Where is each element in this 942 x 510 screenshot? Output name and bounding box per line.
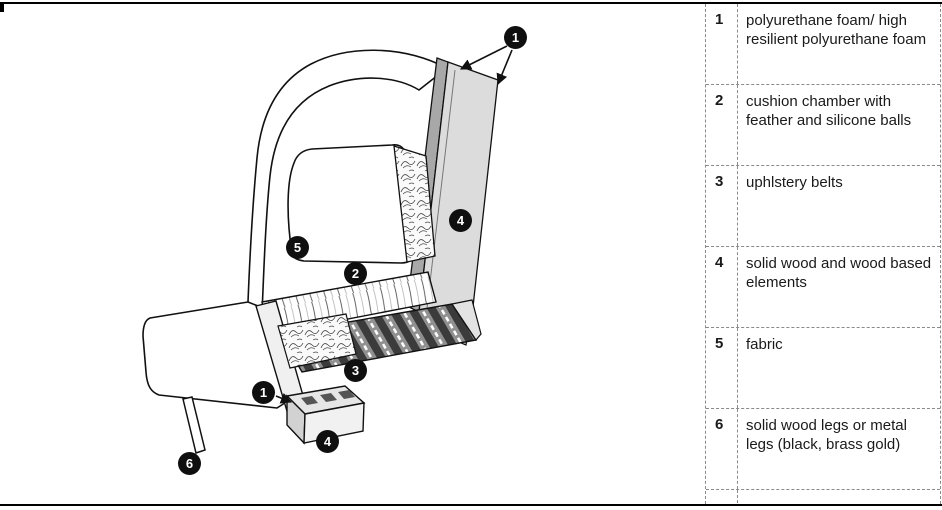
seat-base-body: [142, 301, 294, 409]
top-border-line: [0, 2, 942, 4]
legend-number: 1: [706, 4, 738, 84]
legend-row-4: 4 solid wood and wood based elements: [706, 247, 940, 328]
legend-description: solid wood legs or metal legs (black, br…: [746, 417, 907, 453]
legend-number: 4: [706, 247, 738, 327]
bottom-border-line: [0, 504, 942, 506]
legend-description: fabric: [746, 336, 783, 353]
legend-description: solid wood and wood based elements: [746, 255, 932, 291]
cushion-cross-section: [277, 313, 357, 369]
legend-number: 2: [706, 85, 738, 165]
back-pillow: [287, 144, 436, 264]
legend-row-empty: [706, 490, 940, 503]
corner-tick: [0, 2, 4, 12]
callout-5-fabric: 5: [286, 236, 309, 259]
legend-row-5: 5 fabric: [706, 328, 940, 409]
chair-cutaway-drawing: [142, 45, 513, 454]
legend-table: 1 polyurethane foam/ high resilient poly…: [705, 4, 941, 504]
callout-4-back-panel: 4: [449, 209, 472, 232]
legend-row-1: 1 polyurethane foam/ high resilient poly…: [706, 4, 940, 85]
legend-row-6: 6 solid wood legs or metal legs (black, …: [706, 409, 940, 490]
callout-2-cushion-chamber: 2: [344, 262, 367, 285]
legend-number: 6: [706, 409, 738, 489]
legend-description: polyurethane foam/ high resilient polyur…: [746, 12, 927, 48]
callout-1-foam-rail: 1: [252, 381, 275, 404]
legend-description-empty: [738, 490, 940, 503]
legend-row-2: 2 cushion chamber with feather and silic…: [706, 85, 940, 166]
legend-description: uphlstery belts: [746, 174, 843, 191]
callout-6-leg: 6: [178, 452, 201, 475]
callout-3-belts: 3: [344, 359, 367, 382]
chair-cutaway-diagram: 1 4 5 2 3 1 4 6: [142, 26, 527, 475]
legend-number-empty: [706, 490, 738, 503]
legend-description: cushion chamber with feather and silicon…: [746, 93, 912, 129]
legend-number: 5: [706, 328, 738, 408]
callout-4-base-frame: 4: [316, 430, 339, 453]
legend-number: 3: [706, 166, 738, 246]
callout-1-back-panel-top: 1: [504, 26, 527, 49]
chair-leg: [182, 396, 206, 454]
callout-arrows: [275, 45, 513, 404]
legend-row-3: 3 uphlstery belts: [706, 166, 940, 247]
